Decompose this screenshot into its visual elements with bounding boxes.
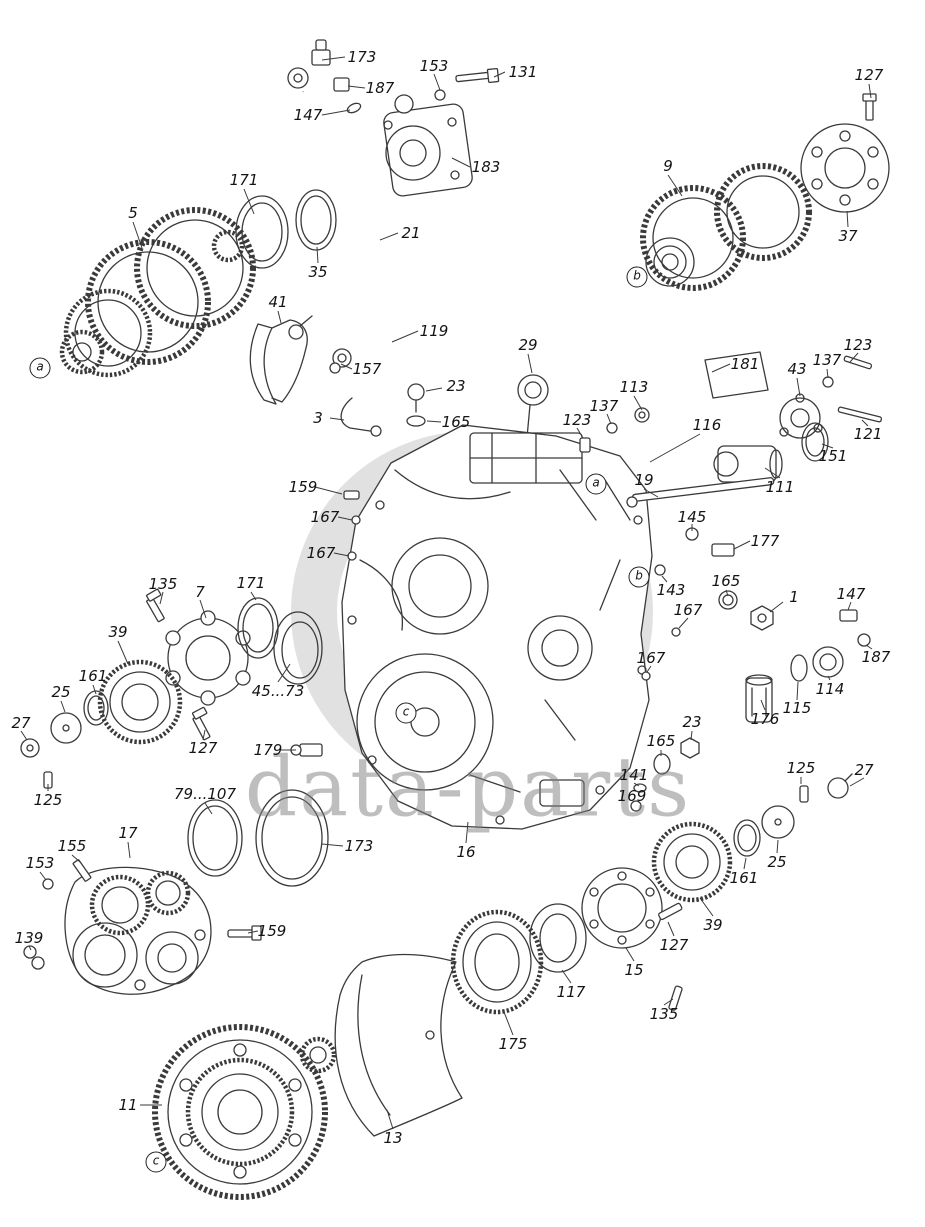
ring-79-107 (187, 799, 243, 877)
bearing-175 (450, 909, 544, 1015)
small-parts-right-145-177-143-165-1-147-187 (641, 527, 871, 681)
bolt-127-left-mid (191, 706, 211, 741)
seal-rings-45-73 (273, 611, 323, 685)
rings-161-25-27-125-left (20, 690, 109, 789)
bearing-117 (529, 903, 587, 973)
guard-shield-13 (334, 953, 463, 1137)
shift-cylinder-111-rod-19 (626, 445, 783, 508)
bolt-125-disc-27-right (799, 773, 853, 803)
fasteners-155-153-139 (23, 859, 92, 970)
ring-171-top (235, 195, 289, 269)
pump-assembly-17 (64, 866, 212, 995)
oil-pipe-21 (287, 67, 366, 368)
shift-fork-41 (249, 315, 341, 405)
plate-181 (704, 351, 769, 399)
bolts-127-135-lower (658, 902, 683, 1011)
seal-plate-15 (581, 867, 663, 949)
fitting-3 (340, 397, 382, 437)
bearing-cover-7 (165, 610, 251, 706)
plug-23-rings-165-141-169 (630, 737, 700, 812)
fitting-179 (290, 743, 323, 757)
gear-shaft-assembly-5 (59, 207, 256, 378)
bolt-131-nut-153 (434, 67, 500, 101)
washers-113-137-123 (579, 407, 650, 453)
main-housing-16 (341, 424, 653, 830)
rings-161-25-right (733, 805, 795, 857)
bearing-39-left (97, 659, 183, 745)
bushing-114-ring-115-pin-176 (745, 646, 844, 723)
bolt-135-left (146, 588, 165, 623)
ring-173-lower (255, 789, 329, 887)
ring-35 (295, 189, 337, 251)
cover-43-gasket-151-bolts (779, 355, 883, 462)
gear-pair-9 (640, 163, 812, 291)
ring-171-mid (237, 597, 279, 659)
pump-183 (383, 94, 473, 197)
fittings-top-173-187-147 (311, 39, 362, 114)
bolt-159-lower (227, 925, 262, 941)
flange-39-right (651, 821, 733, 903)
planetary-hub-11 (152, 1024, 337, 1200)
bolt-127-top-right (862, 93, 877, 121)
leader-lines (20, 56, 873, 1130)
flange-37 (800, 123, 890, 213)
breather-23-ring-165 (406, 383, 426, 427)
